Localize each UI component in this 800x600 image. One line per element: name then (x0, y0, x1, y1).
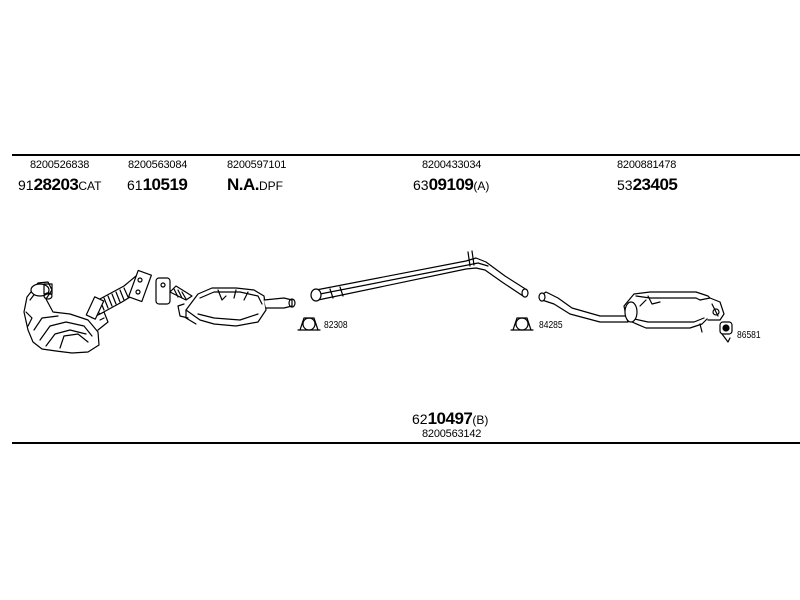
bottom-part-code-suffix: (B) (472, 413, 489, 427)
part-2-code-main: 10519 (142, 175, 188, 194)
part-3-oem-ref: 8200597101 (227, 159, 287, 171)
front-flex-pipe-drawing (86, 270, 151, 319)
part-2-code-prefix: 61 (127, 177, 143, 193)
part-5-code-main: 23405 (632, 175, 678, 194)
clamp-84285-drawing (511, 318, 533, 330)
bottom-part-code-prefix: 62 (412, 411, 428, 427)
part-1-code-prefix: 91 (18, 177, 34, 193)
clamp-82308-label: 82308 (324, 320, 348, 331)
part-1-code-suffix: CAT (78, 179, 102, 193)
particulate-filter-drawing (178, 288, 295, 326)
clamp-84285-label: 84285 (539, 320, 563, 331)
part-4-code-main: 09109 (428, 175, 474, 194)
rear-silencer-drawing (539, 292, 724, 332)
part-3-code: N.A.DPF (227, 176, 283, 194)
part-5-code: 5323405 (617, 175, 678, 194)
bottom-part-oem-ref: 8200563142 (422, 428, 482, 440)
part-2-oem-ref: 8200563084 (128, 159, 188, 171)
mount-86581-label: 86581 (737, 330, 761, 341)
part-2-code: 6110519 (127, 175, 188, 194)
part-1-oem-ref: 8200526838 (30, 159, 90, 171)
part-4-oem-ref: 8200433034 (422, 159, 482, 171)
part-4-code-suffix: (A) (473, 179, 490, 193)
top-divider-line (12, 154, 800, 156)
part-5-code-prefix: 53 (617, 177, 633, 193)
part-4-code-prefix: 63 (413, 177, 429, 193)
part-3-code-main: N.A. (227, 175, 260, 194)
bottom-divider-line (12, 442, 800, 444)
middle-pipe-drawing (311, 251, 528, 301)
rubber-mount-86581-drawing (720, 322, 732, 342)
part-1-code: 9128203CAT (18, 176, 101, 194)
bottom-part-code: 6210497(B) (412, 410, 488, 428)
part-5-oem-ref: 8200881478 (617, 159, 677, 171)
part-1-code-main: 28203 (33, 175, 79, 194)
clamp-82308-drawing (298, 318, 320, 330)
catalytic-converter-drawing (24, 282, 108, 353)
part-3-code-suffix: DPF (259, 179, 283, 193)
part-4-code: 6309109(A) (413, 176, 489, 194)
bottom-part-code-main: 10497 (427, 409, 473, 428)
intermediate-flex-drawing (156, 278, 192, 304)
